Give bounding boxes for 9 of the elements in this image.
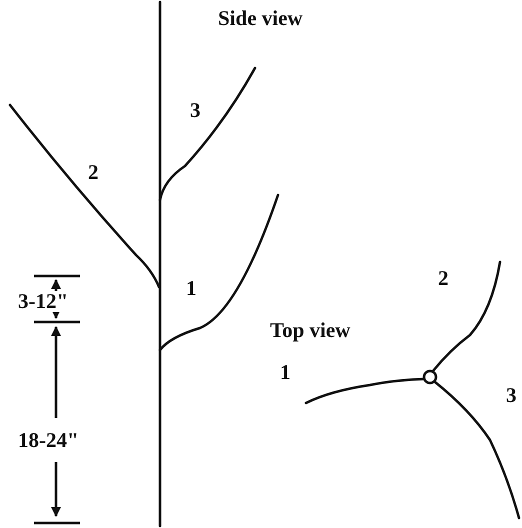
branch-number: 3	[190, 100, 200, 121]
branch-number: 1	[280, 362, 290, 383]
branch-number: 2	[88, 162, 98, 183]
branch-number: 2	[438, 268, 448, 289]
view-title: Side view	[218, 8, 303, 29]
branch-number: 1	[186, 278, 196, 299]
view-title: Top view	[270, 320, 350, 341]
dimension-label: 3-12"	[18, 291, 68, 312]
branch-number: 3	[506, 385, 516, 406]
